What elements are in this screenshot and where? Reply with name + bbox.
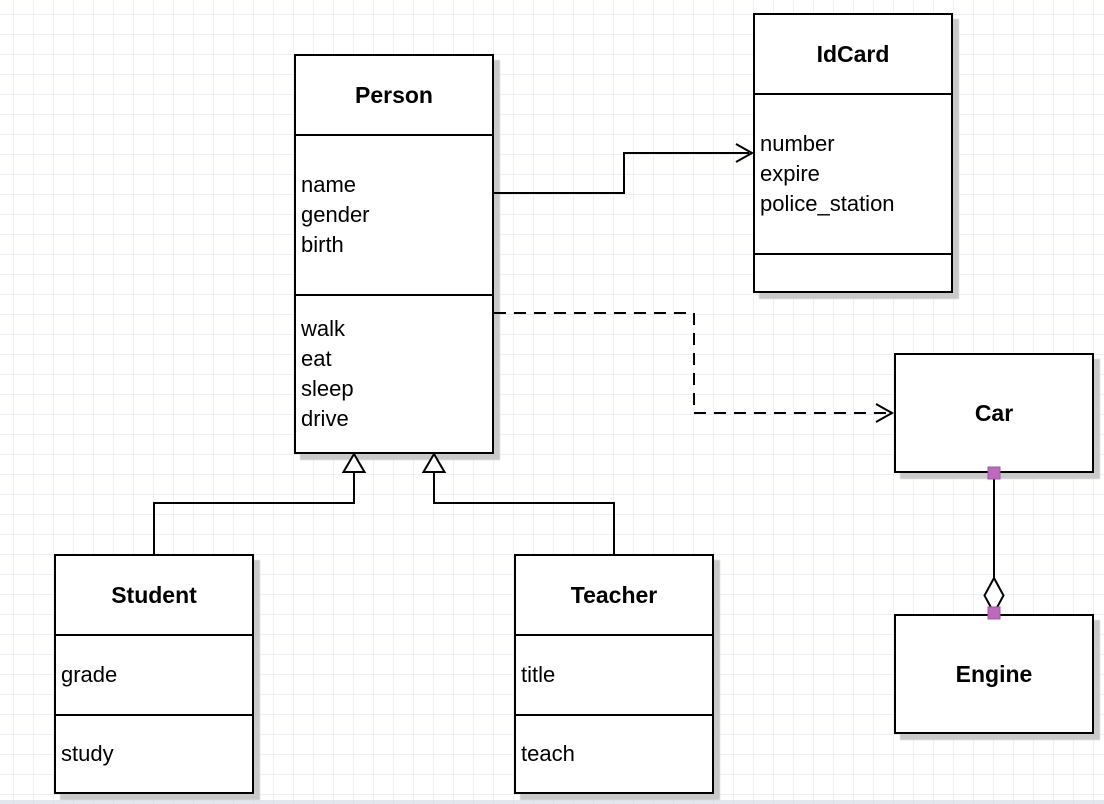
class-box-engine[interactable]: Engine [894, 614, 1094, 734]
class-box-teacher[interactable]: Teacher title teach [514, 554, 714, 794]
class-methods: walk eat sleep drive [296, 294, 492, 452]
class-methods: teach [516, 714, 712, 792]
connector-person-car[interactable] [494, 312, 895, 423]
dependency-line[interactable] [494, 312, 886, 414]
class-methods: study [56, 714, 252, 792]
method: drive [301, 406, 349, 431]
class-title: Person [355, 81, 433, 108]
attribute: birth [301, 232, 344, 257]
class-title: IdCard [816, 40, 890, 67]
attribute: expire [760, 161, 820, 186]
attribute: police_station [760, 191, 895, 216]
class-box-student[interactable]: Student grade study [54, 554, 254, 794]
class-attributes: grade [56, 634, 252, 714]
connector-teacher-person[interactable] [421, 452, 615, 554]
class-attributes: name gender birth [296, 134, 492, 294]
class-title: Teacher [570, 581, 658, 608]
attribute: number [760, 131, 835, 156]
hollow-diamond-icon [983, 575, 1005, 616]
class-box-car[interactable]: Car [894, 353, 1094, 473]
class-methods-empty [755, 253, 951, 291]
attribute: gender [301, 202, 370, 227]
open-arrowhead-icon [735, 143, 755, 163]
hollow-triangle-icon [421, 452, 447, 473]
method: sleep [301, 376, 354, 401]
association-line[interactable] [494, 152, 749, 194]
class-attributes: title [516, 634, 712, 714]
generalization-line[interactable] [153, 472, 355, 554]
class-title: Engine [955, 660, 1033, 687]
attribute: name [301, 172, 357, 197]
method: study [61, 741, 114, 766]
generalization-line[interactable] [433, 472, 615, 554]
method: eat [301, 346, 332, 371]
attribute: title [521, 662, 556, 687]
connector-car-engine[interactable] [983, 466, 1005, 620]
method: teach [521, 741, 575, 766]
class-title: Student [111, 581, 197, 608]
open-arrowhead-icon [875, 403, 895, 423]
hollow-triangle-icon [341, 452, 367, 473]
connector-person-idcard[interactable] [494, 143, 755, 194]
class-box-idcard[interactable]: IdCard number expire police_station [753, 13, 953, 293]
class-title: Car [974, 399, 1014, 426]
class-attributes: number expire police_station [755, 93, 951, 253]
method: walk [301, 316, 346, 341]
connector-student-person[interactable] [153, 452, 367, 554]
attribute: grade [61, 662, 118, 687]
canvas-bottom-edge [0, 800, 1104, 804]
class-box-person[interactable]: Person name gender birth walk eat sleep … [294, 54, 494, 454]
